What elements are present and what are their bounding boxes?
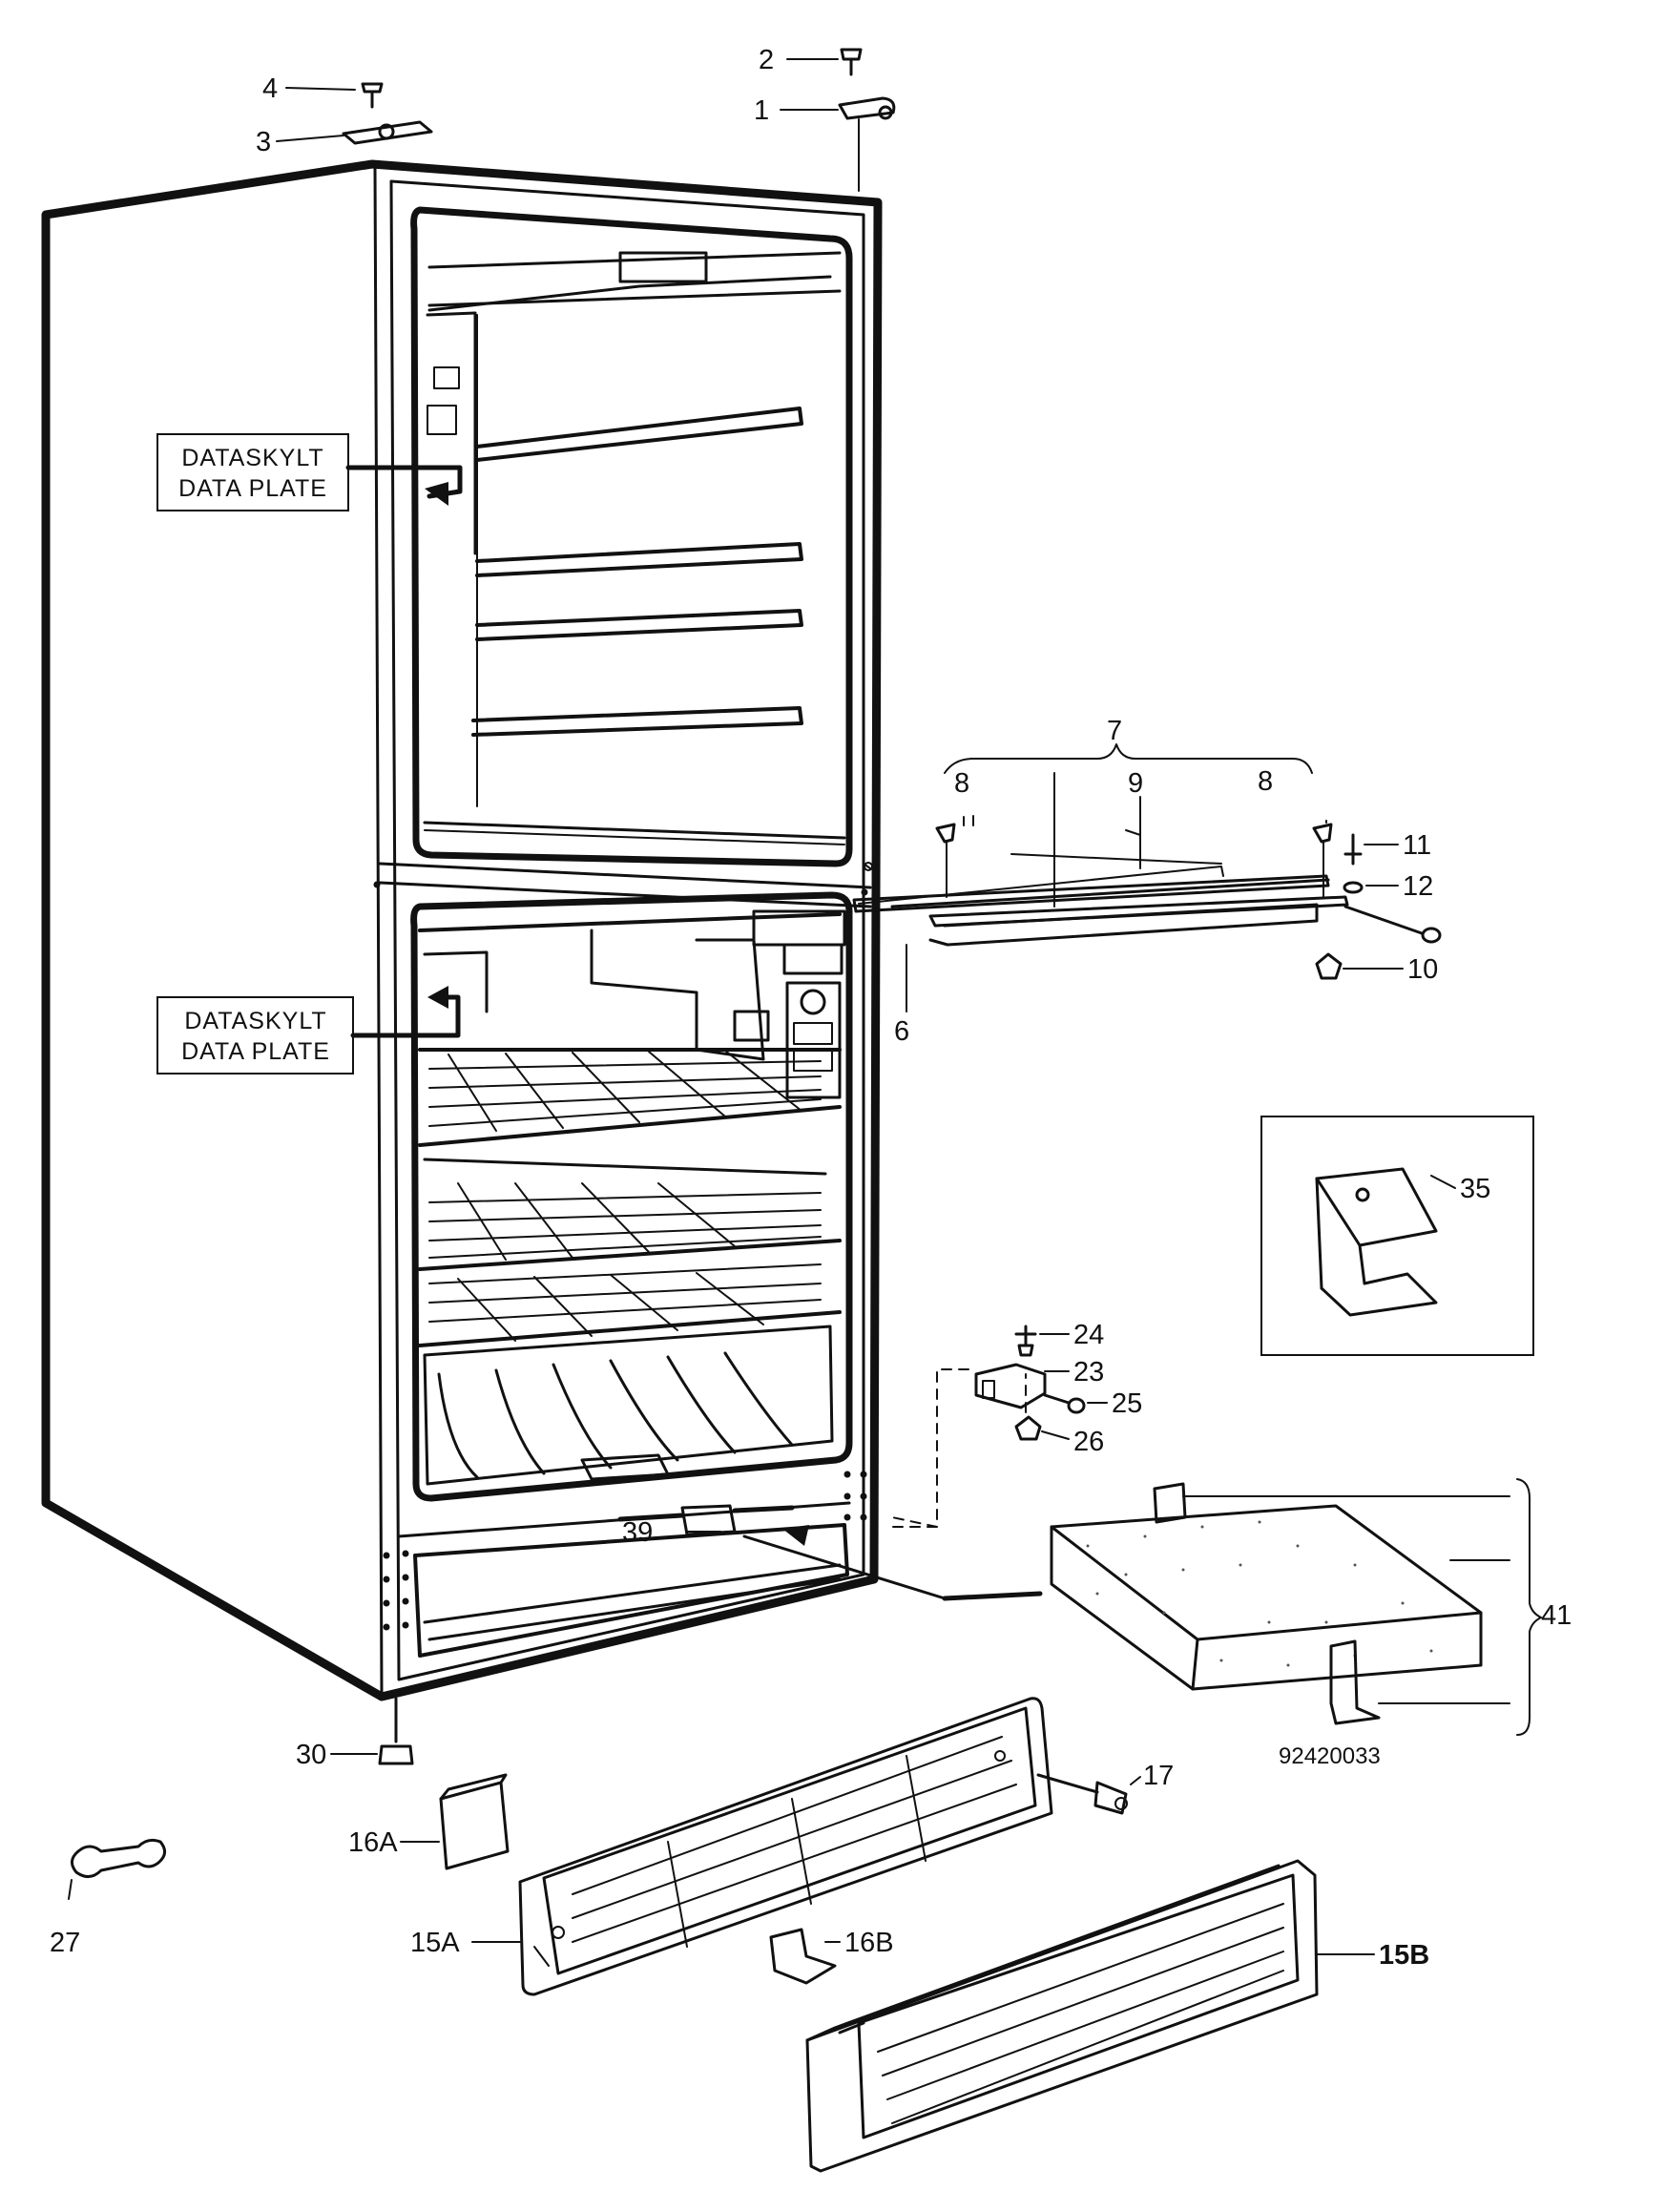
callout-8-right: 8	[1258, 766, 1273, 797]
grille-clip-16a	[439, 1773, 510, 1870]
drawing-number: 92420033	[1279, 1743, 1381, 1769]
cabinet-base	[373, 881, 1043, 1765]
callout-39: 39	[622, 1517, 653, 1548]
callout-1: 1	[754, 95, 769, 126]
callout-27: 27	[50, 1928, 80, 1958]
data-plate-lower: DATASKYLT DATA PLATE	[156, 986, 461, 1075]
fresh-food-compartment	[410, 891, 853, 1502]
leader-lines	[276, 58, 1456, 1955]
callout-labels: 4 3 2 1 7 8 9 8 11 12 10 6 35 24 23 25 2…	[50, 45, 1572, 1971]
callout-17: 17	[1143, 1761, 1174, 1791]
callout-30: 30	[296, 1740, 326, 1770]
callout-9: 9	[1128, 768, 1143, 799]
data-plate-lower-line2: DATA PLATE	[181, 1038, 330, 1065]
callout-16b: 16B	[844, 1928, 894, 1958]
callout-11: 11	[1403, 830, 1431, 861]
callout-12: 12	[1403, 871, 1433, 902]
hinge-rail-assembly	[852, 743, 1442, 980]
top-hinge-assembly	[342, 48, 896, 192]
detail-inset-35	[1260, 1116, 1534, 1356]
callout-26: 26	[1073, 1427, 1104, 1457]
data-plate-upper-line1: DATASKYLT	[181, 445, 323, 471]
grille-clip-16b	[769, 1928, 837, 1985]
callout-3: 3	[256, 127, 271, 157]
callout-41: 41	[1541, 1600, 1572, 1631]
callout-25: 25	[1112, 1388, 1142, 1419]
callout-7: 7	[1107, 716, 1122, 746]
callout-6: 6	[894, 1016, 909, 1047]
callout-24: 24	[1073, 1320, 1104, 1350]
data-plate-lower-line1: DATASKYLT	[184, 1008, 326, 1034]
wrench-27	[68, 1838, 166, 1900]
callout-15b: 15B	[1379, 1940, 1429, 1971]
lower-hinge-assembly	[891, 1325, 1086, 1528]
front-grille-15b	[805, 1859, 1319, 2173]
callout-15a: 15A	[410, 1928, 460, 1958]
callout-23: 23	[1073, 1357, 1104, 1388]
callout-4: 4	[262, 73, 278, 104]
plug-17	[1036, 1773, 1128, 1815]
data-plate-upper: DATASKYLT DATA PLATE	[156, 433, 463, 511]
callout-35: 35	[1460, 1174, 1490, 1204]
data-plate-upper-line2: DATA PLATE	[178, 475, 327, 502]
callout-2: 2	[759, 45, 774, 75]
callout-16a: 16A	[348, 1827, 398, 1858]
kick-grille-15a	[518, 1697, 1053, 1996]
insulation-block	[1050, 1478, 1542, 1736]
callout-8-left: 8	[954, 768, 969, 799]
freezer-compartment	[410, 206, 853, 867]
callout-10: 10	[1407, 954, 1438, 985]
